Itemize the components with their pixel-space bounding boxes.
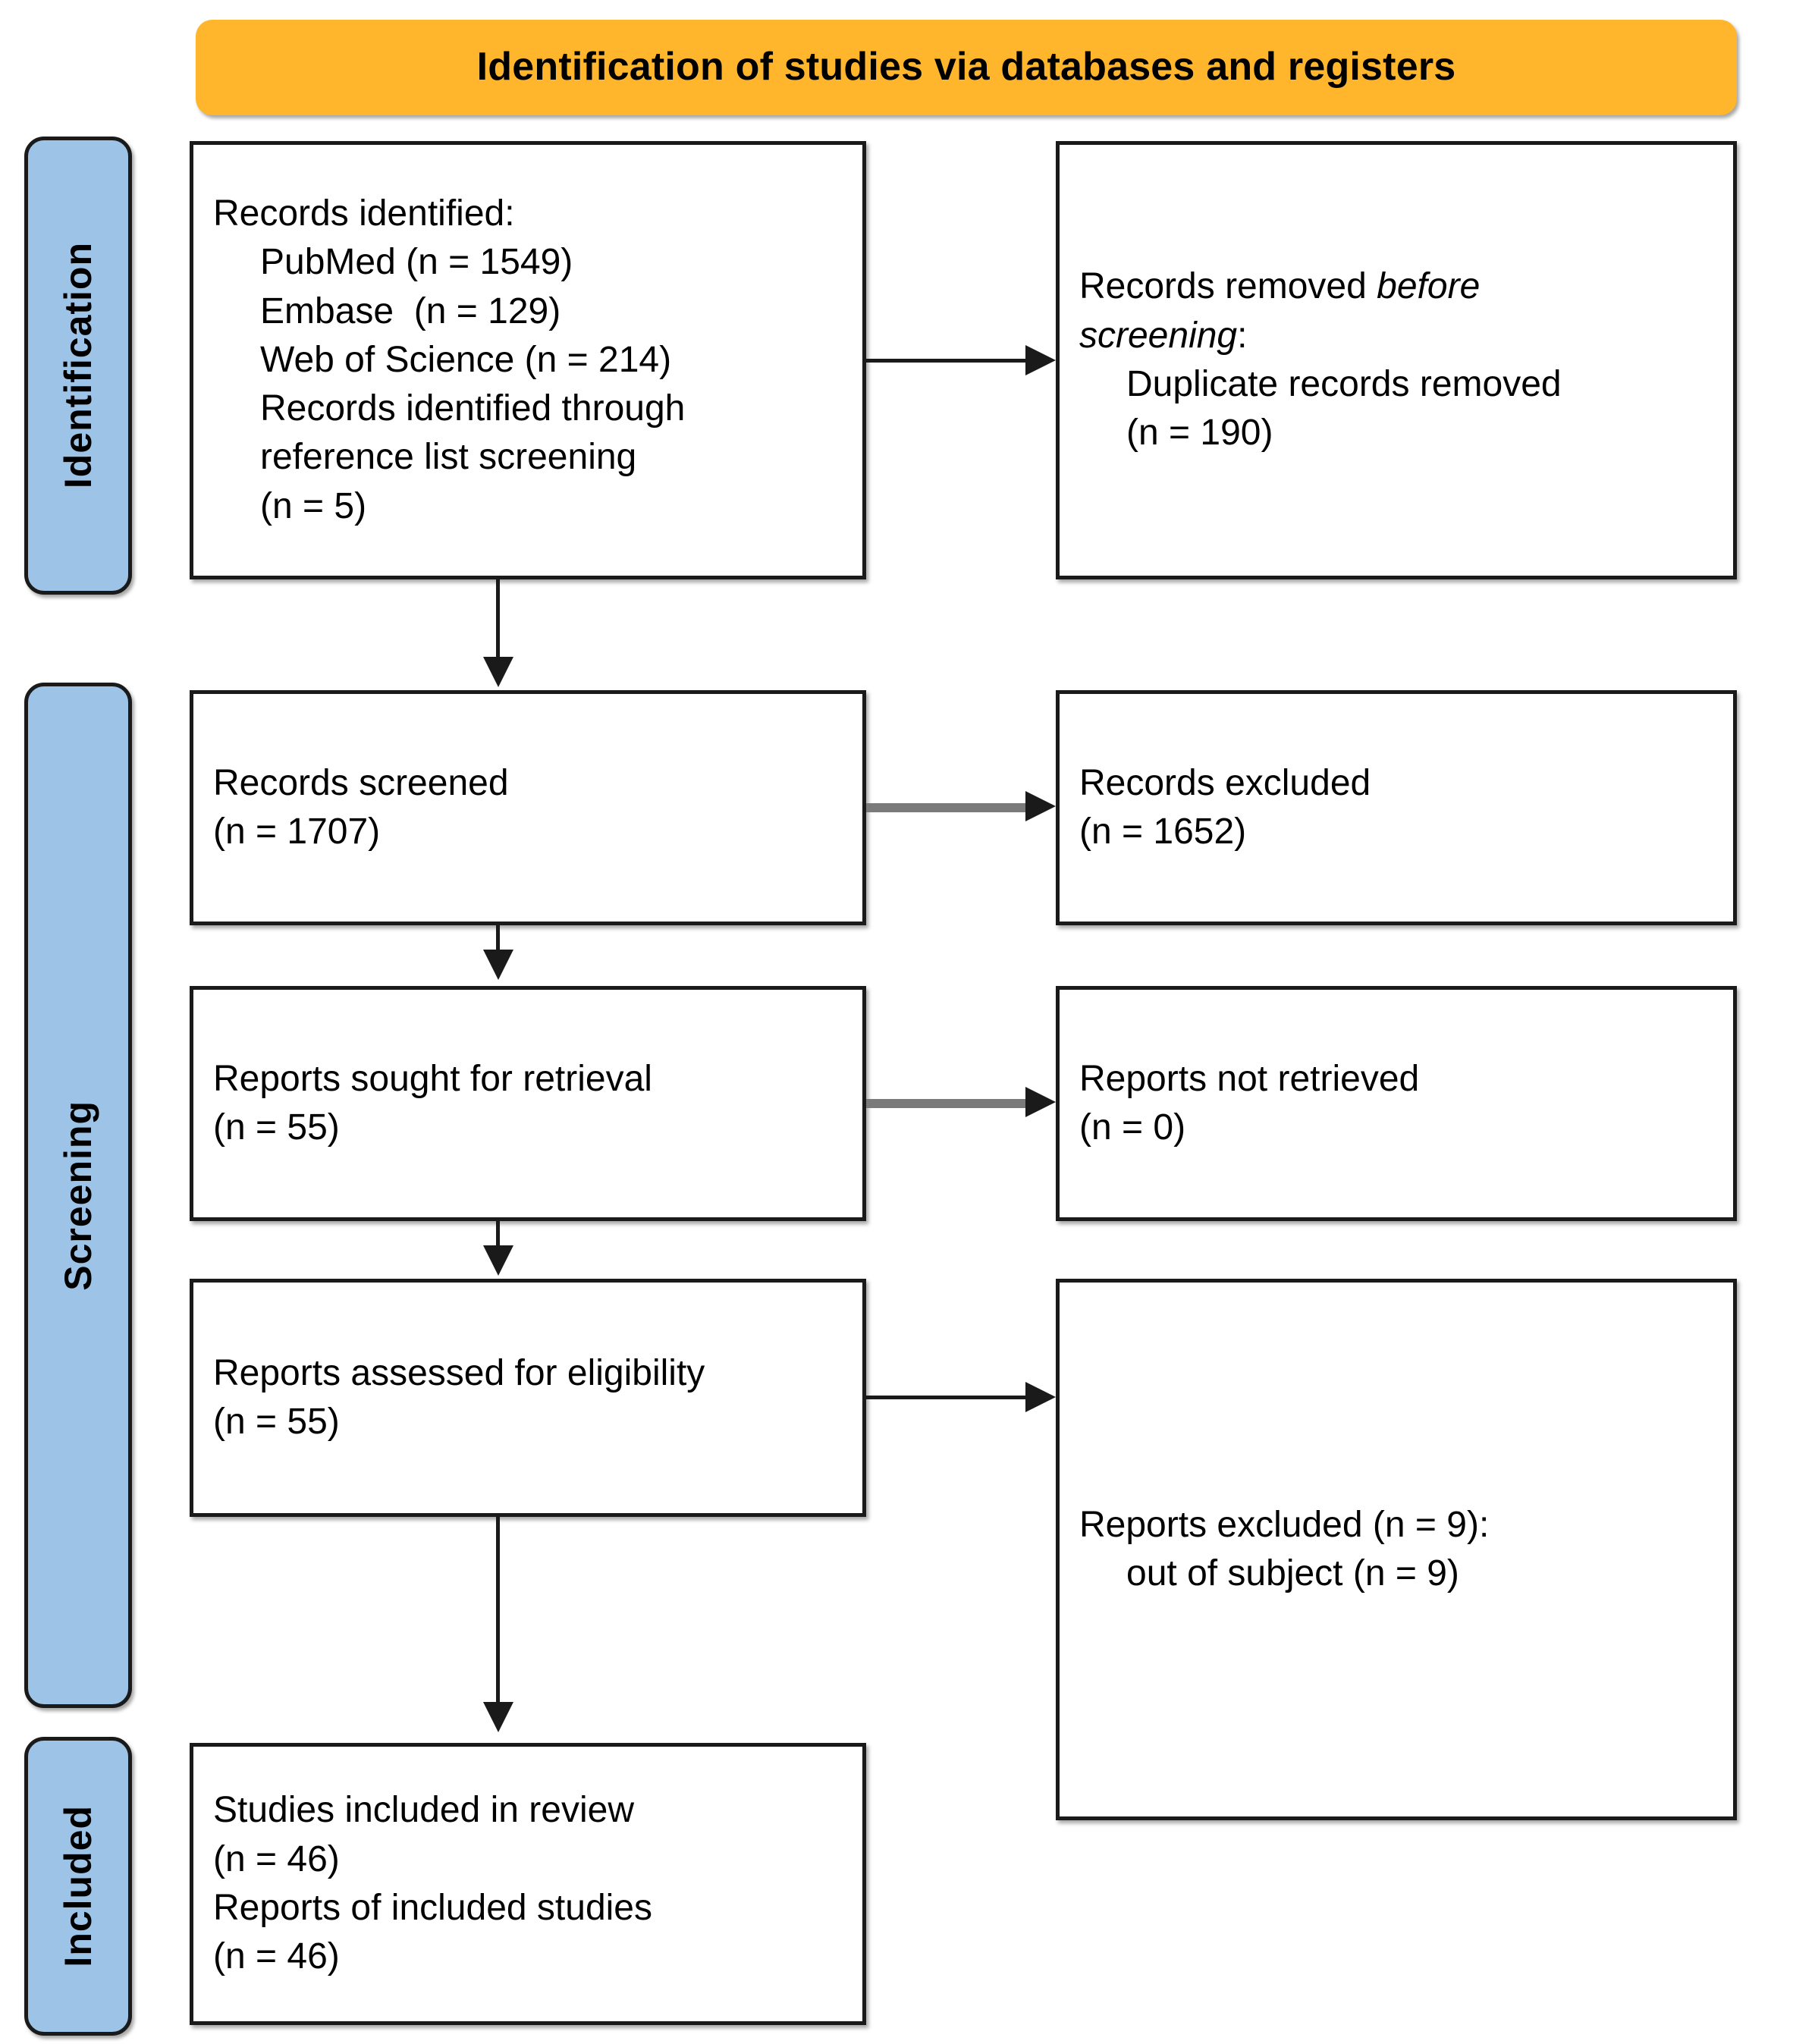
arrowhead-sought-to-not-retrieved [1025, 1087, 1056, 1117]
stage-rail-screening: Screening [24, 683, 132, 1708]
records-removed-heading-colon: : [1237, 315, 1248, 356]
records-identified-line-reflist-2: reference list screening [260, 437, 637, 478]
phase-banner: Identification of studies via databases … [196, 20, 1737, 115]
box-records-identified: Records identified: PubMed (n = 1549) Emba… [190, 141, 866, 579]
arrowhead-sought-to-assessed [483, 1245, 513, 1276]
records-excluded-count: (n = 1652) [1079, 812, 1247, 852]
phase-banner-label: Identification of studies via databases … [476, 45, 1456, 89]
records-removed-line-count: (n = 190) [1126, 413, 1273, 454]
stage-rail-included-label: Included [57, 1805, 99, 1967]
connector-sought-to-assessed [496, 1221, 500, 1250]
arrowhead-screened-to-sought [483, 950, 513, 980]
box-reports-not-retrieved-text: Reports not retrieved (n = 0) [1060, 1055, 1439, 1153]
box-reports-excluded: Reports excluded (n = 9): out of subject … [1056, 1279, 1737, 1820]
studies-included-label: Studies included in review [213, 1790, 634, 1831]
box-records-removed-text: Records removed before screening: Duplicat… [1060, 262, 1581, 457]
reports-assessed-label: Reports assessed for eligibility [213, 1352, 705, 1393]
box-records-excluded: Records excluded (n = 1652) [1056, 690, 1737, 925]
box-records-excluded-text: Records excluded (n = 1652) [1060, 759, 1390, 857]
records-identified-line-wos: Web of Science (n = 214) [260, 339, 672, 380]
connector-sought-to-not-retrieved [866, 1099, 1025, 1108]
box-studies-included: Studies included in review (n = 46) Report… [190, 1743, 866, 2025]
records-identified-line-reflist-1: Records identified through [260, 388, 686, 429]
connector-screened-to-sought [496, 925, 500, 954]
records-removed-heading-emphasis-before: before [1377, 266, 1481, 307]
connector-screened-to-excluded [866, 803, 1025, 812]
reports-sought-count: (n = 55) [213, 1107, 340, 1148]
records-identified-line-reflist-count: (n = 5) [260, 485, 367, 526]
box-reports-excluded-text: Reports excluded (n = 9): out of subject … [1060, 1501, 1509, 1599]
records-removed-line-duplicates: Duplicate records removed [1126, 364, 1562, 404]
connector-identified-to-removed [866, 359, 1025, 363]
stage-rail-identification: Identification [24, 137, 132, 595]
arrowhead-screened-to-excluded [1025, 791, 1056, 821]
box-reports-sought: Reports sought for retrieval (n = 55) [190, 986, 866, 1221]
arrowhead-identified-to-screened [483, 657, 513, 687]
box-records-identified-text: Records identified: PubMed (n = 1549) Emba… [193, 190, 705, 531]
arrowhead-identified-to-removed [1025, 345, 1056, 375]
reports-of-included-studies-count: (n = 46) [213, 1936, 340, 1977]
reports-not-retrieved-count: (n = 0) [1079, 1107, 1186, 1148]
box-records-screened: Records screened (n = 1707) [190, 690, 866, 925]
box-reports-not-retrieved: Reports not retrieved (n = 0) [1056, 986, 1737, 1221]
records-excluded-label: Records excluded [1079, 762, 1371, 803]
stage-rail-included: Included [24, 1737, 132, 2036]
box-records-removed: Records removed before screening: Duplicat… [1056, 141, 1737, 579]
records-identified-line-embase: Embase (n = 129) [260, 290, 561, 331]
box-studies-included-text: Studies included in review (n = 46) Report… [193, 1786, 672, 1981]
stage-rail-identification-label: Identification [57, 242, 99, 489]
records-removed-heading-pre: Records removed [1079, 266, 1377, 307]
connector-assessed-to-reports-excluded [866, 1396, 1025, 1399]
records-screened-count: (n = 1707) [213, 812, 381, 852]
reports-assessed-count: (n = 55) [213, 1402, 340, 1442]
studies-included-count: (n = 46) [213, 1838, 340, 1879]
box-reports-sought-text: Reports sought for retrieval (n = 55) [193, 1055, 672, 1153]
reports-sought-label: Reports sought for retrieval [213, 1058, 652, 1099]
box-records-screened-text: Records screened (n = 1707) [193, 759, 529, 857]
reports-excluded-label: Reports excluded (n = 9): [1079, 1504, 1490, 1545]
arrowhead-assessed-to-reports-excluded [1025, 1382, 1056, 1412]
reports-of-included-studies-label: Reports of included studies [213, 1888, 652, 1928]
records-identified-heading: Records identified: [213, 193, 515, 234]
records-removed-heading-emphasis-screening: screening [1079, 315, 1238, 356]
records-screened-label: Records screened [213, 762, 509, 803]
box-reports-assessed-text: Reports assessed for eligibility (n = 55) [193, 1349, 724, 1447]
connector-assessed-to-included [496, 1517, 500, 1706]
reports-excluded-reason: out of subject (n = 9) [1126, 1553, 1459, 1593]
arrowhead-assessed-to-included [483, 1702, 513, 1732]
box-reports-assessed: Reports assessed for eligibility (n = 55) [190, 1279, 866, 1517]
records-identified-line-pubmed: PubMed (n = 1549) [260, 242, 573, 283]
connector-identified-to-screened [496, 579, 500, 661]
stage-rail-screening-label: Screening [57, 1100, 99, 1291]
reports-not-retrieved-label: Reports not retrieved [1079, 1058, 1420, 1099]
